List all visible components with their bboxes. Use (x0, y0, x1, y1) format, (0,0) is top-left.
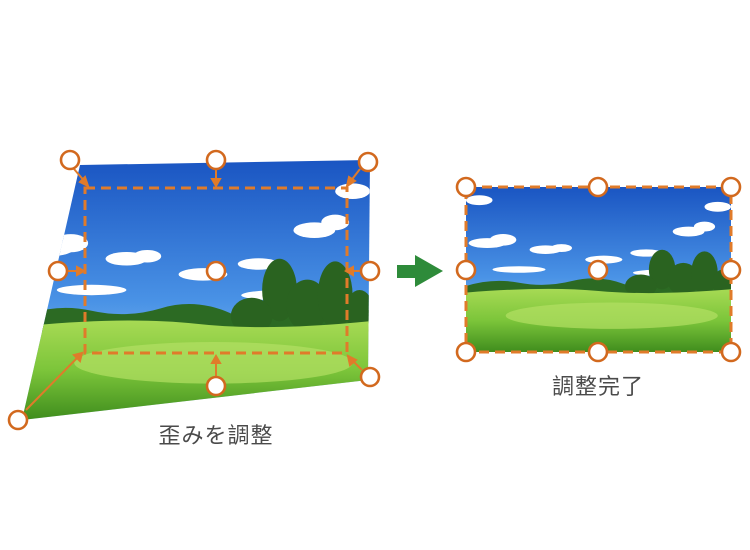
distorted-photo (22, 160, 370, 420)
small-arrow-icon (25, 167, 363, 411)
after-label: 調整完了 (551, 375, 645, 400)
right-arrow-icon (397, 255, 443, 287)
before-label: 歪みを調整 (158, 424, 274, 449)
